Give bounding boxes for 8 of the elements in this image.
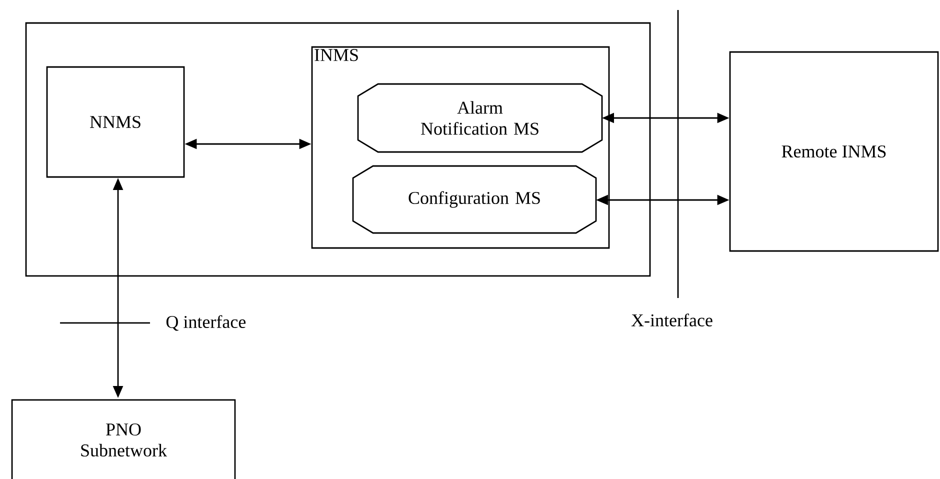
process-octagon: Configuration MS bbox=[352, 165, 597, 234]
interface-label: Q interface bbox=[166, 315, 246, 331]
interface-label: X-interface bbox=[631, 314, 712, 326]
process-box: NNMS bbox=[46, 66, 185, 178]
system-box bbox=[25, 22, 651, 277]
process-box: PNO Subnetwork bbox=[11, 399, 236, 479]
process-octagon: Alarm Notification MS bbox=[357, 83, 603, 153]
process-box: Remote INMS bbox=[729, 51, 939, 252]
